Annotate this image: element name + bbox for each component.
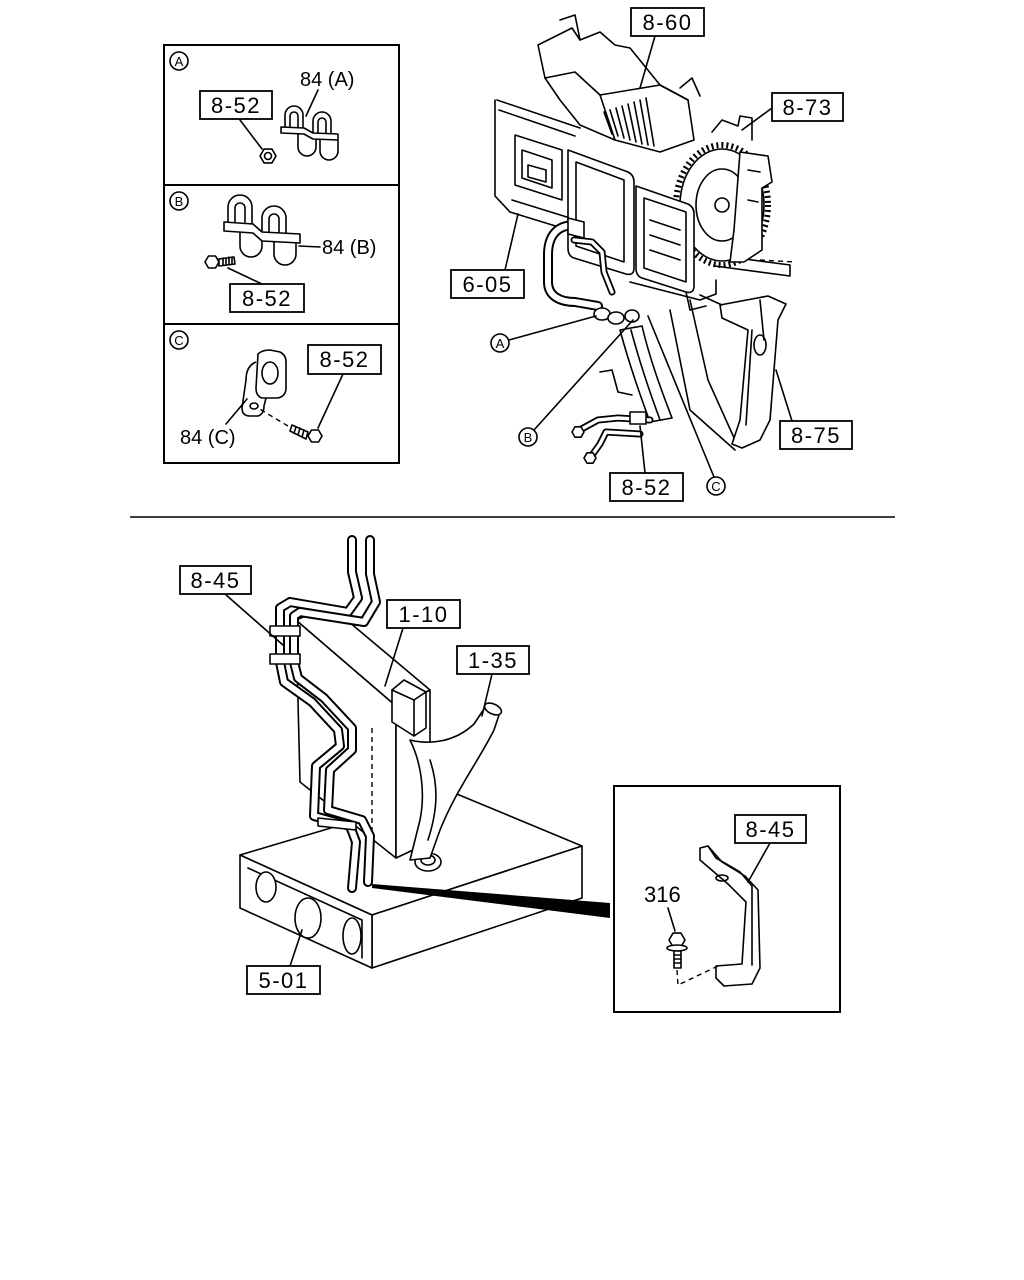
ref-box-8-52: 8-52 xyxy=(307,344,382,375)
location-marker-b: B xyxy=(518,319,634,447)
instrument-panel-frame xyxy=(494,99,796,277)
leader-line xyxy=(305,89,319,117)
part-label-316: 316 xyxy=(644,882,681,907)
leader-line xyxy=(667,907,676,932)
part-label-84c: 84 (C) xyxy=(180,427,236,449)
clip-84b-drawing xyxy=(223,194,301,266)
marker-letter: A xyxy=(175,54,184,69)
ref-label: 8-52 xyxy=(621,475,671,500)
ref-label: 5-01 xyxy=(258,968,308,993)
ref-label: 8-45 xyxy=(745,817,795,842)
ref-label: 6-05 xyxy=(462,272,512,297)
pipe-bracket-drawing xyxy=(699,845,761,987)
bolt-drawing xyxy=(289,424,323,443)
ref-box-8-45: 8-45 xyxy=(179,565,284,646)
ref-label: 8-45 xyxy=(190,568,240,593)
marker-letter: B xyxy=(175,194,184,209)
heater-hose xyxy=(543,217,640,325)
inset-frame xyxy=(613,785,841,1013)
ref-box-8-75: 8-75 xyxy=(775,369,853,450)
detail-callout-panel xyxy=(163,44,400,464)
ref-label: 1-10 xyxy=(398,602,448,627)
location-marker-a: A xyxy=(490,315,597,353)
part-label-84b: 84 (B) xyxy=(322,237,376,259)
mounting-bracket xyxy=(711,115,753,141)
upper-duct xyxy=(537,14,701,153)
heater-duct xyxy=(409,702,503,861)
heater-blower-assembly-drawing xyxy=(494,14,796,465)
ref-box-5-01: 5-01 xyxy=(246,929,321,995)
detail-panel-frame xyxy=(163,44,400,464)
ref-box-1-10: 1-10 xyxy=(384,599,461,687)
bracket-inset-detail: 316 8-45 xyxy=(613,785,841,1013)
side-bracket xyxy=(699,294,787,449)
leader-line xyxy=(317,373,344,429)
part-label-84a: 84 (A) xyxy=(300,69,354,91)
marker-letter: C xyxy=(711,479,720,494)
location-marker-c: C xyxy=(647,315,726,496)
ref-box-8-52: 8-52 xyxy=(199,90,273,120)
ref-box-8-52: 8-52 xyxy=(609,425,684,502)
leader-line xyxy=(227,267,263,285)
leader-line xyxy=(298,245,321,248)
detail-marker-c: C xyxy=(169,330,189,350)
ref-label: 8-52 xyxy=(211,93,261,118)
ref-box-8-52: 8-52 xyxy=(229,283,305,313)
assembly-dashed-line xyxy=(257,407,289,427)
ref-box-8-45: 8-45 xyxy=(734,814,807,883)
ref-box-1-35: 1-35 xyxy=(456,645,530,717)
marker-letter: B xyxy=(524,430,533,445)
ref-box-6-05: 6-05 xyxy=(450,213,525,299)
ref-label: 8-60 xyxy=(642,10,692,35)
detail-pointer xyxy=(372,884,610,918)
bolt-drawing xyxy=(204,255,236,269)
marker-letter: A xyxy=(496,336,505,351)
lower-ducts-and-pipes xyxy=(571,299,736,465)
detail-marker-a: A xyxy=(169,51,189,71)
cooler-pipe-assembly-drawing xyxy=(239,535,610,969)
marker-letter: C xyxy=(174,333,183,348)
detail-panel-a: A 84 (A) 8-52 xyxy=(169,51,354,164)
ref-label: 8-52 xyxy=(242,286,292,311)
bolt-drawing xyxy=(666,932,688,969)
assembly-dashed-line xyxy=(676,965,719,987)
detail-panel-c: C 8-52 84 (C) xyxy=(169,330,382,449)
ref-box-8-73: 8-73 xyxy=(741,92,844,131)
ref-label: 8-73 xyxy=(782,95,832,120)
cooler-pipes xyxy=(269,535,381,893)
nut-drawing xyxy=(259,148,277,164)
ref-label: 1-35 xyxy=(468,648,518,673)
ref-label: 8-52 xyxy=(319,347,369,372)
heater-core xyxy=(295,605,431,859)
detail-panel-b: B 84 (B) 8-52 xyxy=(169,191,376,313)
clamp-84c-drawing xyxy=(241,349,287,417)
ref-label: 8-75 xyxy=(791,423,841,448)
leader-line xyxy=(239,119,263,150)
ref-box-8-60: 8-60 xyxy=(630,7,705,89)
detail-marker-b: B xyxy=(169,191,189,211)
clip-84a-drawing xyxy=(280,105,339,161)
leader-line xyxy=(225,398,248,425)
